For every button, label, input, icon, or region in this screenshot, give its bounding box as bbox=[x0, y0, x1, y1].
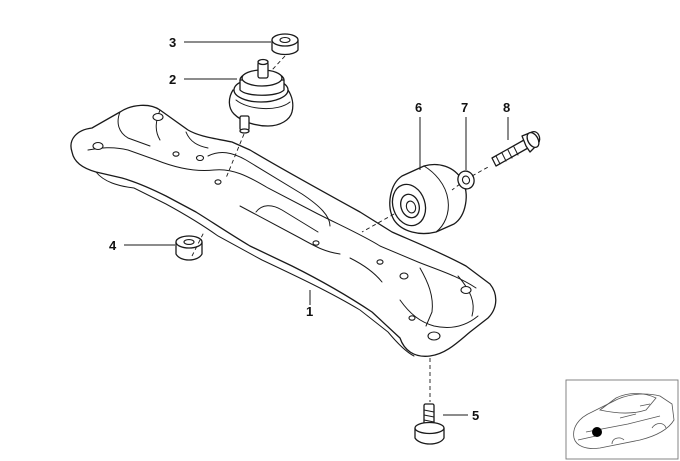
guide-nut-to-bracket bbox=[191, 231, 205, 257]
guide-bushing-to-bracket bbox=[361, 213, 395, 233]
callout-8: 8 bbox=[503, 100, 510, 115]
rubber-mount bbox=[228, 58, 294, 134]
vehicle-location-thumbnail bbox=[565, 379, 679, 460]
bottom-bolt bbox=[414, 403, 445, 445]
callout-6: 6 bbox=[415, 100, 422, 115]
top-nut bbox=[271, 33, 299, 56]
side-nut bbox=[175, 235, 203, 261]
washer bbox=[457, 170, 475, 190]
callout-4: 4 bbox=[109, 238, 117, 253]
callout-1: 1 bbox=[306, 304, 313, 319]
crossmember-bracket bbox=[70, 104, 497, 357]
long-bolt bbox=[491, 131, 541, 167]
guide-mount-to-bracket bbox=[225, 133, 245, 179]
callout-7: 7 bbox=[461, 100, 468, 115]
bushing bbox=[389, 163, 467, 235]
callout-3: 3 bbox=[169, 35, 176, 50]
guide-washer-bolt bbox=[451, 165, 491, 191]
callout-5: 5 bbox=[472, 408, 479, 423]
guide-nut-to-mount bbox=[271, 55, 286, 71]
callout-2: 2 bbox=[169, 72, 176, 87]
location-marker-icon bbox=[592, 427, 602, 437]
thumbnail-frame bbox=[565, 379, 679, 460]
